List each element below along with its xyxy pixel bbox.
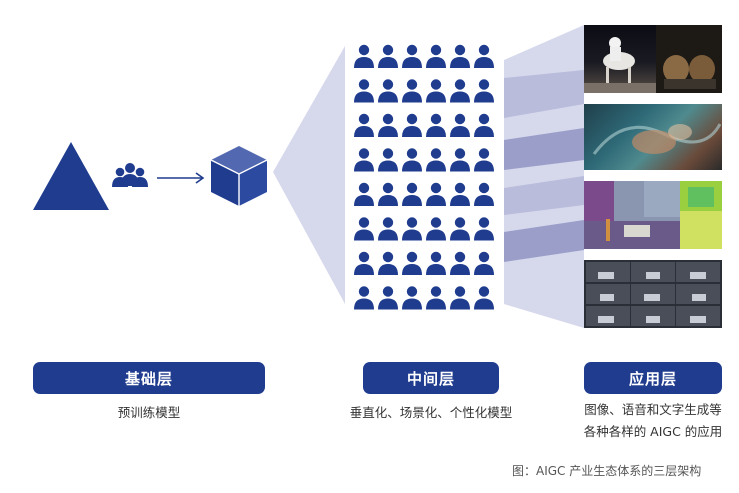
person-icon [378,217,398,241]
person-icon [378,251,398,275]
person-icon [354,113,374,137]
person-icon [474,217,494,241]
person-icon [426,251,446,275]
layer-description-application: 图像、语音和文字生成等 各种各样的 AIGC 的应用 [572,399,734,443]
person-icon [450,251,470,275]
person-icon [474,251,494,275]
person-icon [354,286,374,310]
person-icon [354,182,374,206]
person-icon [450,148,470,172]
person-icon [378,44,398,68]
thumbnail-driving-scenes [584,260,722,328]
person-icon [474,182,494,206]
person-icon [402,44,422,68]
person-icon [450,79,470,103]
funnel-band [504,176,584,215]
description-line: 各种各样的 AIGC 的应用 [583,424,723,439]
layer-button-middle[interactable]: 中间层 [363,362,499,394]
person-icon [378,113,398,137]
person-icon [354,251,374,275]
description-line: 垂直化、场景化、个性化模型 [349,405,513,420]
person-icon [402,148,422,172]
person-icon [426,79,446,103]
description-line: 图像、语音和文字生成等 [584,402,722,417]
thumbnail-street-segmentation [584,181,722,249]
people-group-icon [112,163,148,187]
person-icon [354,44,374,68]
thumbnail-astronaut-horse [584,25,722,93]
person-icon [402,79,422,103]
person-icon [402,217,422,241]
person-icon [378,286,398,310]
person-grid [354,44,494,310]
person-icon [402,182,422,206]
person-icon [402,286,422,310]
person-icon [450,286,470,310]
person-icon [354,148,374,172]
person-icon [426,217,446,241]
person-icon [378,148,398,172]
person-icon [474,148,494,172]
person-icon [426,148,446,172]
person-icon [474,113,494,137]
triangle-icon [33,142,109,210]
layer-description-middle: 垂直化、场景化、个性化模型 [330,402,532,421]
person-icon [354,79,374,103]
person-icon [426,286,446,310]
person-icon [426,44,446,68]
person-icon [450,44,470,68]
funnel-band [504,128,584,170]
description-line: 预训练模型 [117,405,181,420]
person-icon [378,79,398,103]
thumbnail-abstract-art [584,104,722,170]
funnel-band [504,70,584,118]
arrow-right-icon [157,172,205,184]
person-icon [450,182,470,206]
person-icon [450,217,470,241]
person-icon [474,286,494,310]
person-icon [378,182,398,206]
person-icon [474,79,494,103]
funnel-right [504,25,584,328]
cube-icon [210,146,268,206]
person-icon [426,113,446,137]
layer-button-application[interactable]: 应用层 [584,362,722,394]
person-icon [426,182,446,206]
layer-description-foundation: 预训练模型 [33,402,265,421]
person-icon [474,44,494,68]
person-icon [402,251,422,275]
funnel-band [504,220,584,262]
person-icon [450,113,470,137]
layer-button-foundation[interactable]: 基础层 [33,362,265,394]
person-icon [354,217,374,241]
funnel-shapes [273,25,584,328]
figure-caption: 图：AIGC 产业生态体系的三层架构 [512,464,702,478]
person-icon [402,113,422,137]
funnel-left [273,46,345,304]
